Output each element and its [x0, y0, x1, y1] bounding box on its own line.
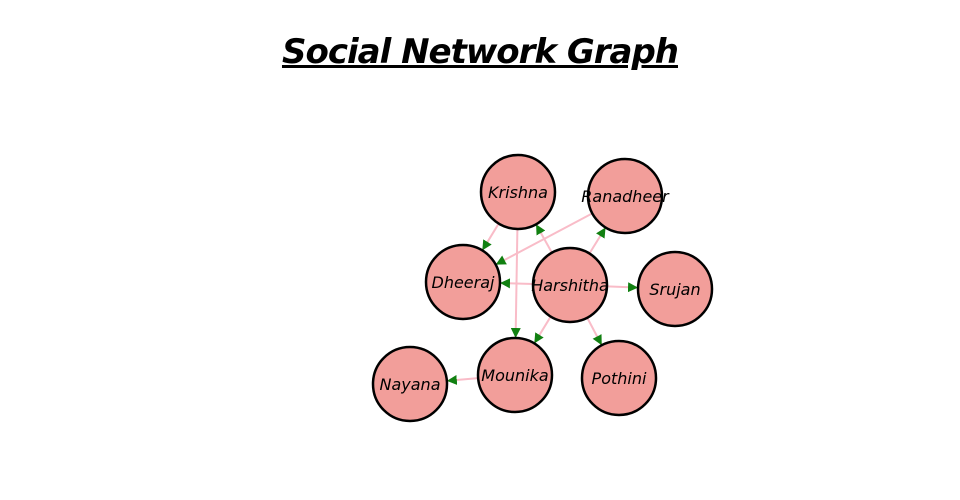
node-srujan[interactable]: Srujan — [636, 250, 714, 328]
node-label: Ranadheer — [581, 187, 670, 206]
node-ranadheer[interactable]: Ranadheer — [581, 157, 670, 235]
edge-harshitha-to-krishna — [535, 224, 553, 254]
node-circle — [636, 250, 714, 328]
node-circle — [586, 157, 664, 235]
node-circle — [371, 345, 449, 423]
node-label: Pothini — [592, 369, 647, 388]
node-label: Mounika — [481, 366, 548, 385]
node-circle — [580, 339, 658, 417]
edges-layer — [446, 212, 639, 385]
node-pothini[interactable]: Pothini — [580, 339, 658, 417]
edge-harshitha-to-pothini — [586, 317, 603, 346]
edge-harshitha-to-mounika — [533, 316, 552, 344]
node-circle — [531, 246, 609, 324]
page-title: Social Network Graph — [281, 32, 679, 72]
edge-harshitha-to-ranadheer — [588, 227, 606, 255]
node-mounika[interactable]: Mounika — [476, 336, 554, 414]
node-label: Harshitha — [531, 276, 609, 295]
node-circle — [479, 153, 557, 231]
node-label: Nayana — [380, 375, 441, 394]
node-circle — [476, 336, 554, 414]
edge-harshitha-to-srujan — [606, 282, 639, 293]
node-label: Dheeraj — [432, 273, 496, 292]
edge-krishna-to-dheeraj — [481, 223, 500, 251]
node-krishna[interactable]: Krishna — [479, 153, 557, 231]
node-nayana[interactable]: Nayana — [371, 345, 449, 423]
edge-harshitha-to-dheeraj — [499, 278, 534, 289]
node-circle — [424, 243, 502, 321]
node-label: Srujan — [649, 280, 700, 299]
node-harshitha[interactable]: Harshitha — [531, 246, 609, 324]
edge-mounika-to-nayana — [446, 375, 479, 385]
node-label: Krishna — [488, 183, 548, 202]
node-dheeraj[interactable]: Dheeraj — [424, 243, 502, 321]
